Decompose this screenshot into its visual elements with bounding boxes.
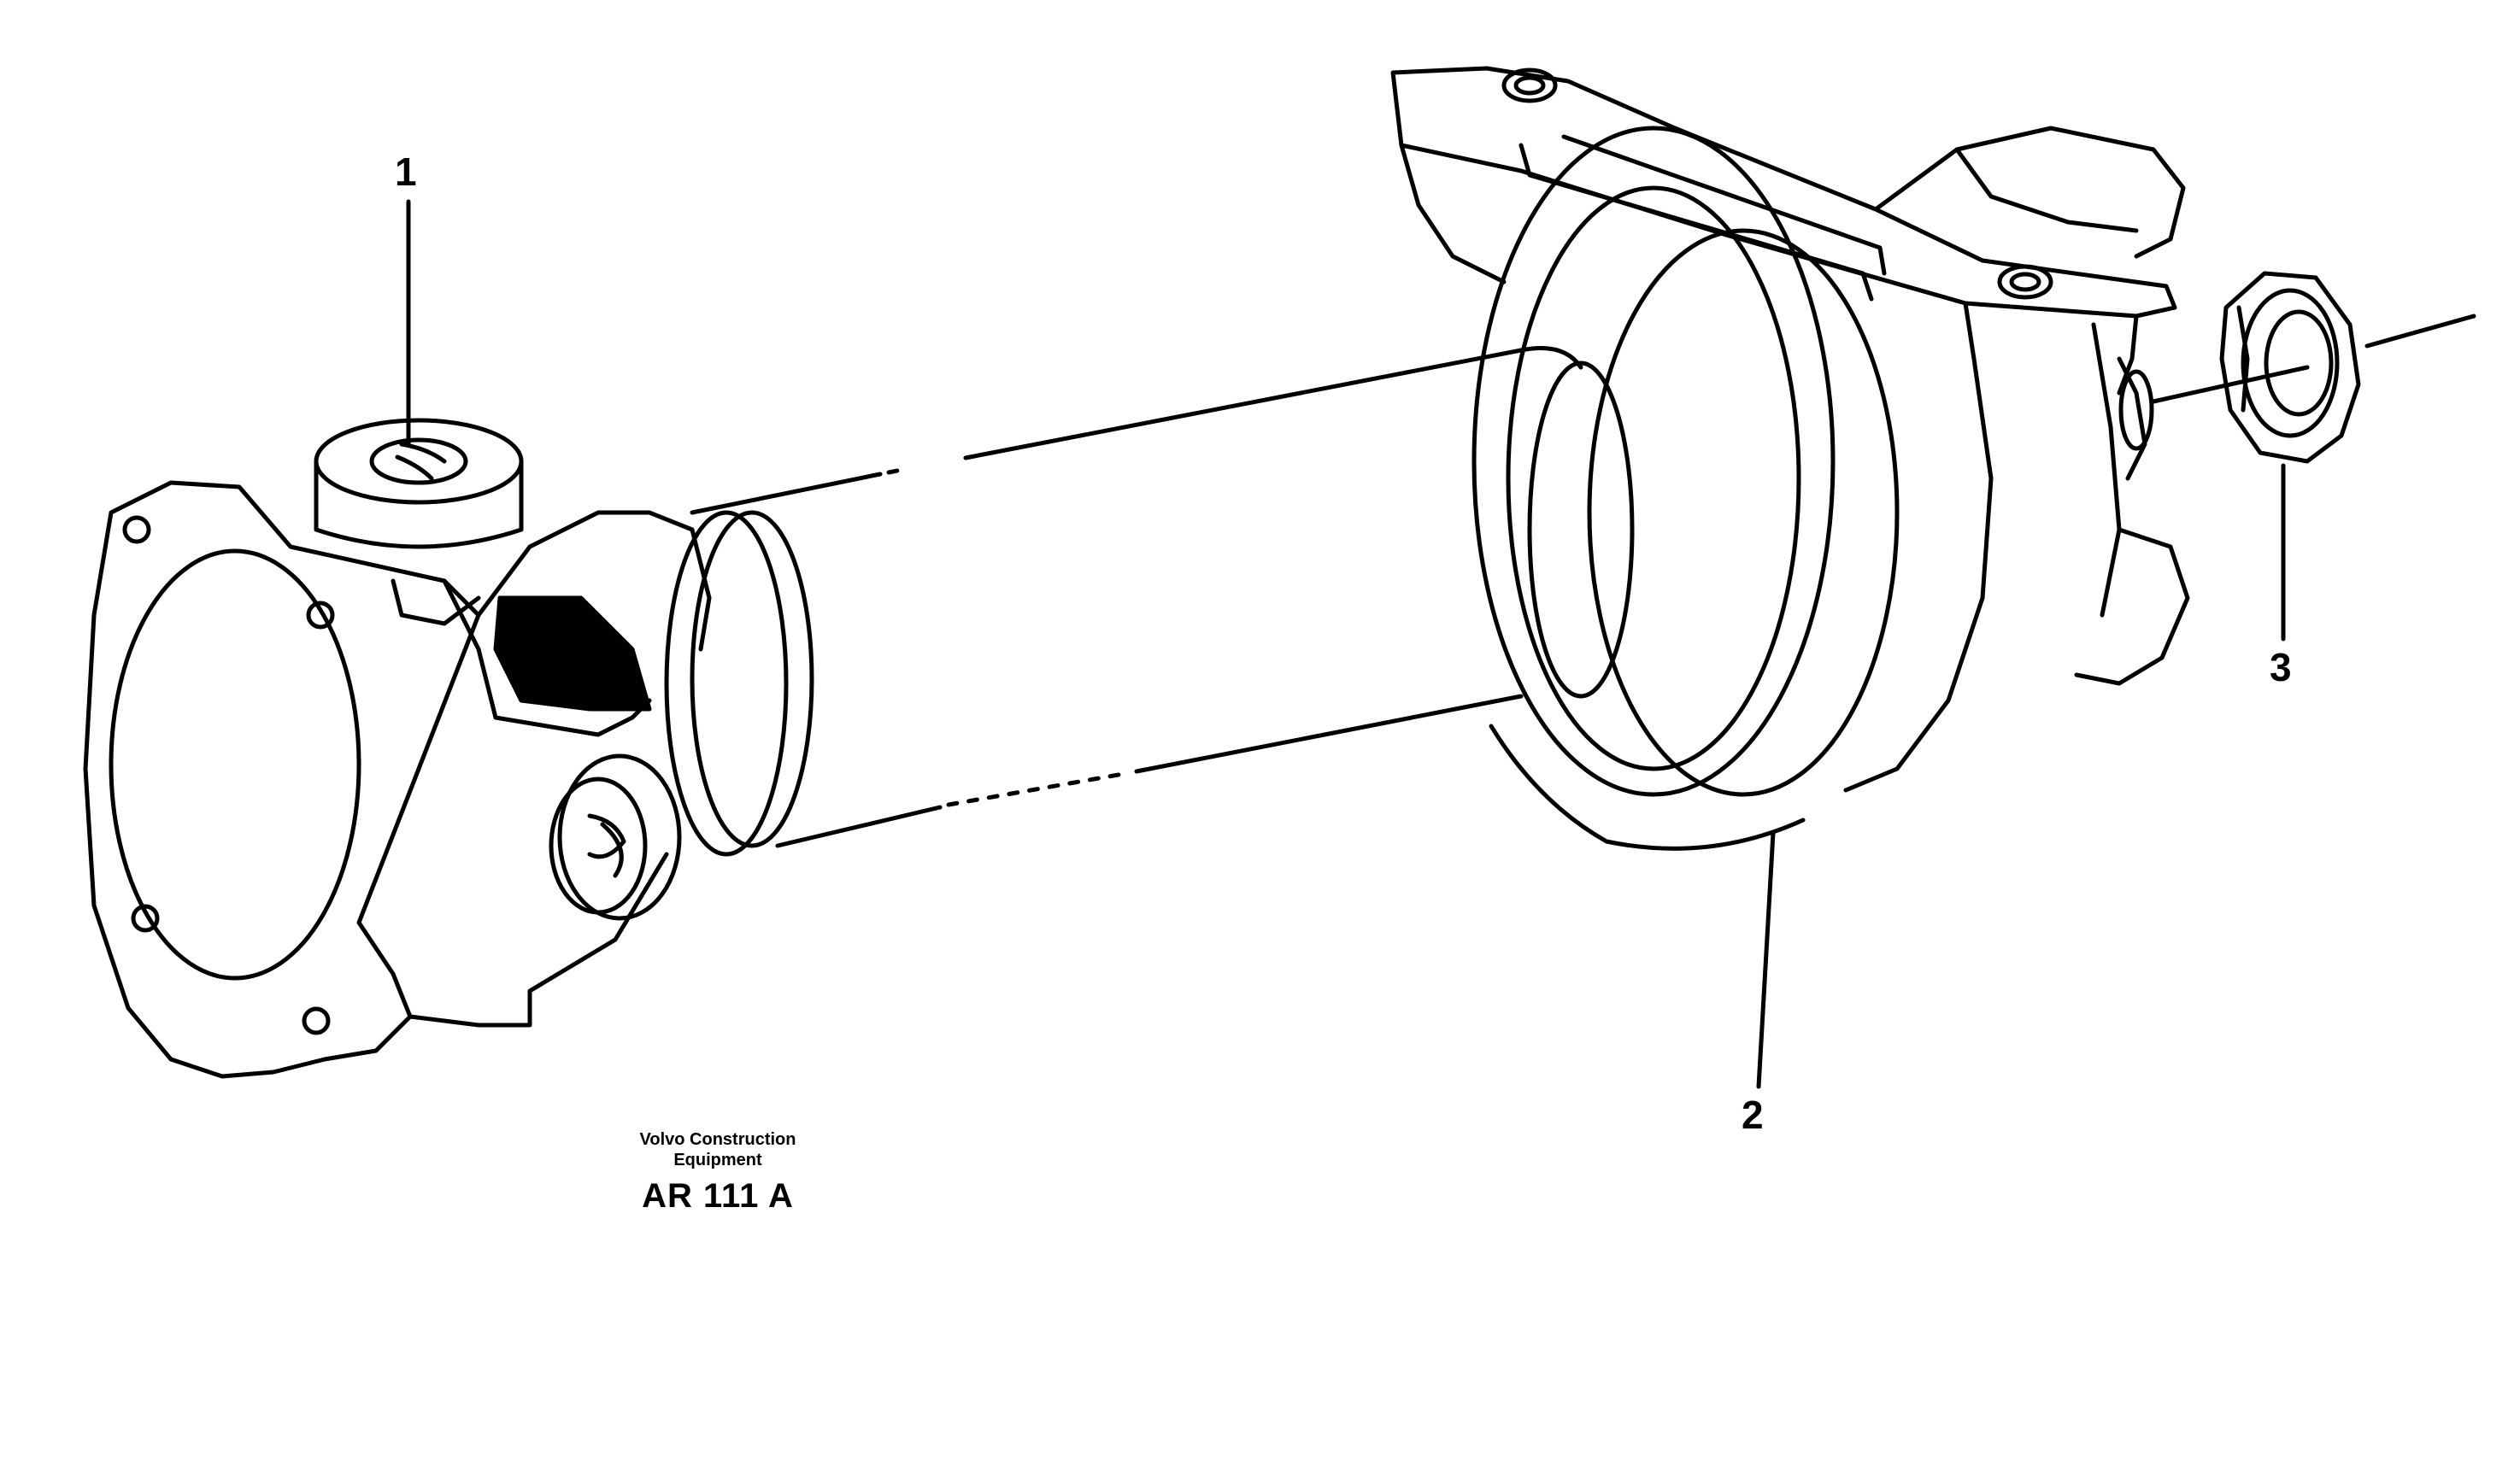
nut-axis-line-far — [2364, 314, 2476, 349]
callout-number-1: 1 — [395, 149, 417, 194]
callout-number-3: 3 — [2270, 645, 2292, 689]
support-bearing-bracket — [1390, 66, 2190, 793]
callout-number-2: 2 — [1742, 1093, 1764, 1137]
drawing-credit: Volvo Construction Equipment AR 111 A — [598, 1129, 837, 1216]
shaft-tube — [690, 346, 1635, 848]
lock-nut — [2219, 271, 2361, 464]
universal-joint-yoke — [83, 418, 814, 1079]
leader-line-2 — [1756, 830, 1776, 1089]
credit-company: Volvo Construction Equipment — [639, 1130, 796, 1169]
rubber-bushing — [1471, 126, 1900, 851]
drawing-code: AR 111 A — [642, 1177, 794, 1215]
nut-axis-line — [2151, 365, 2310, 404]
